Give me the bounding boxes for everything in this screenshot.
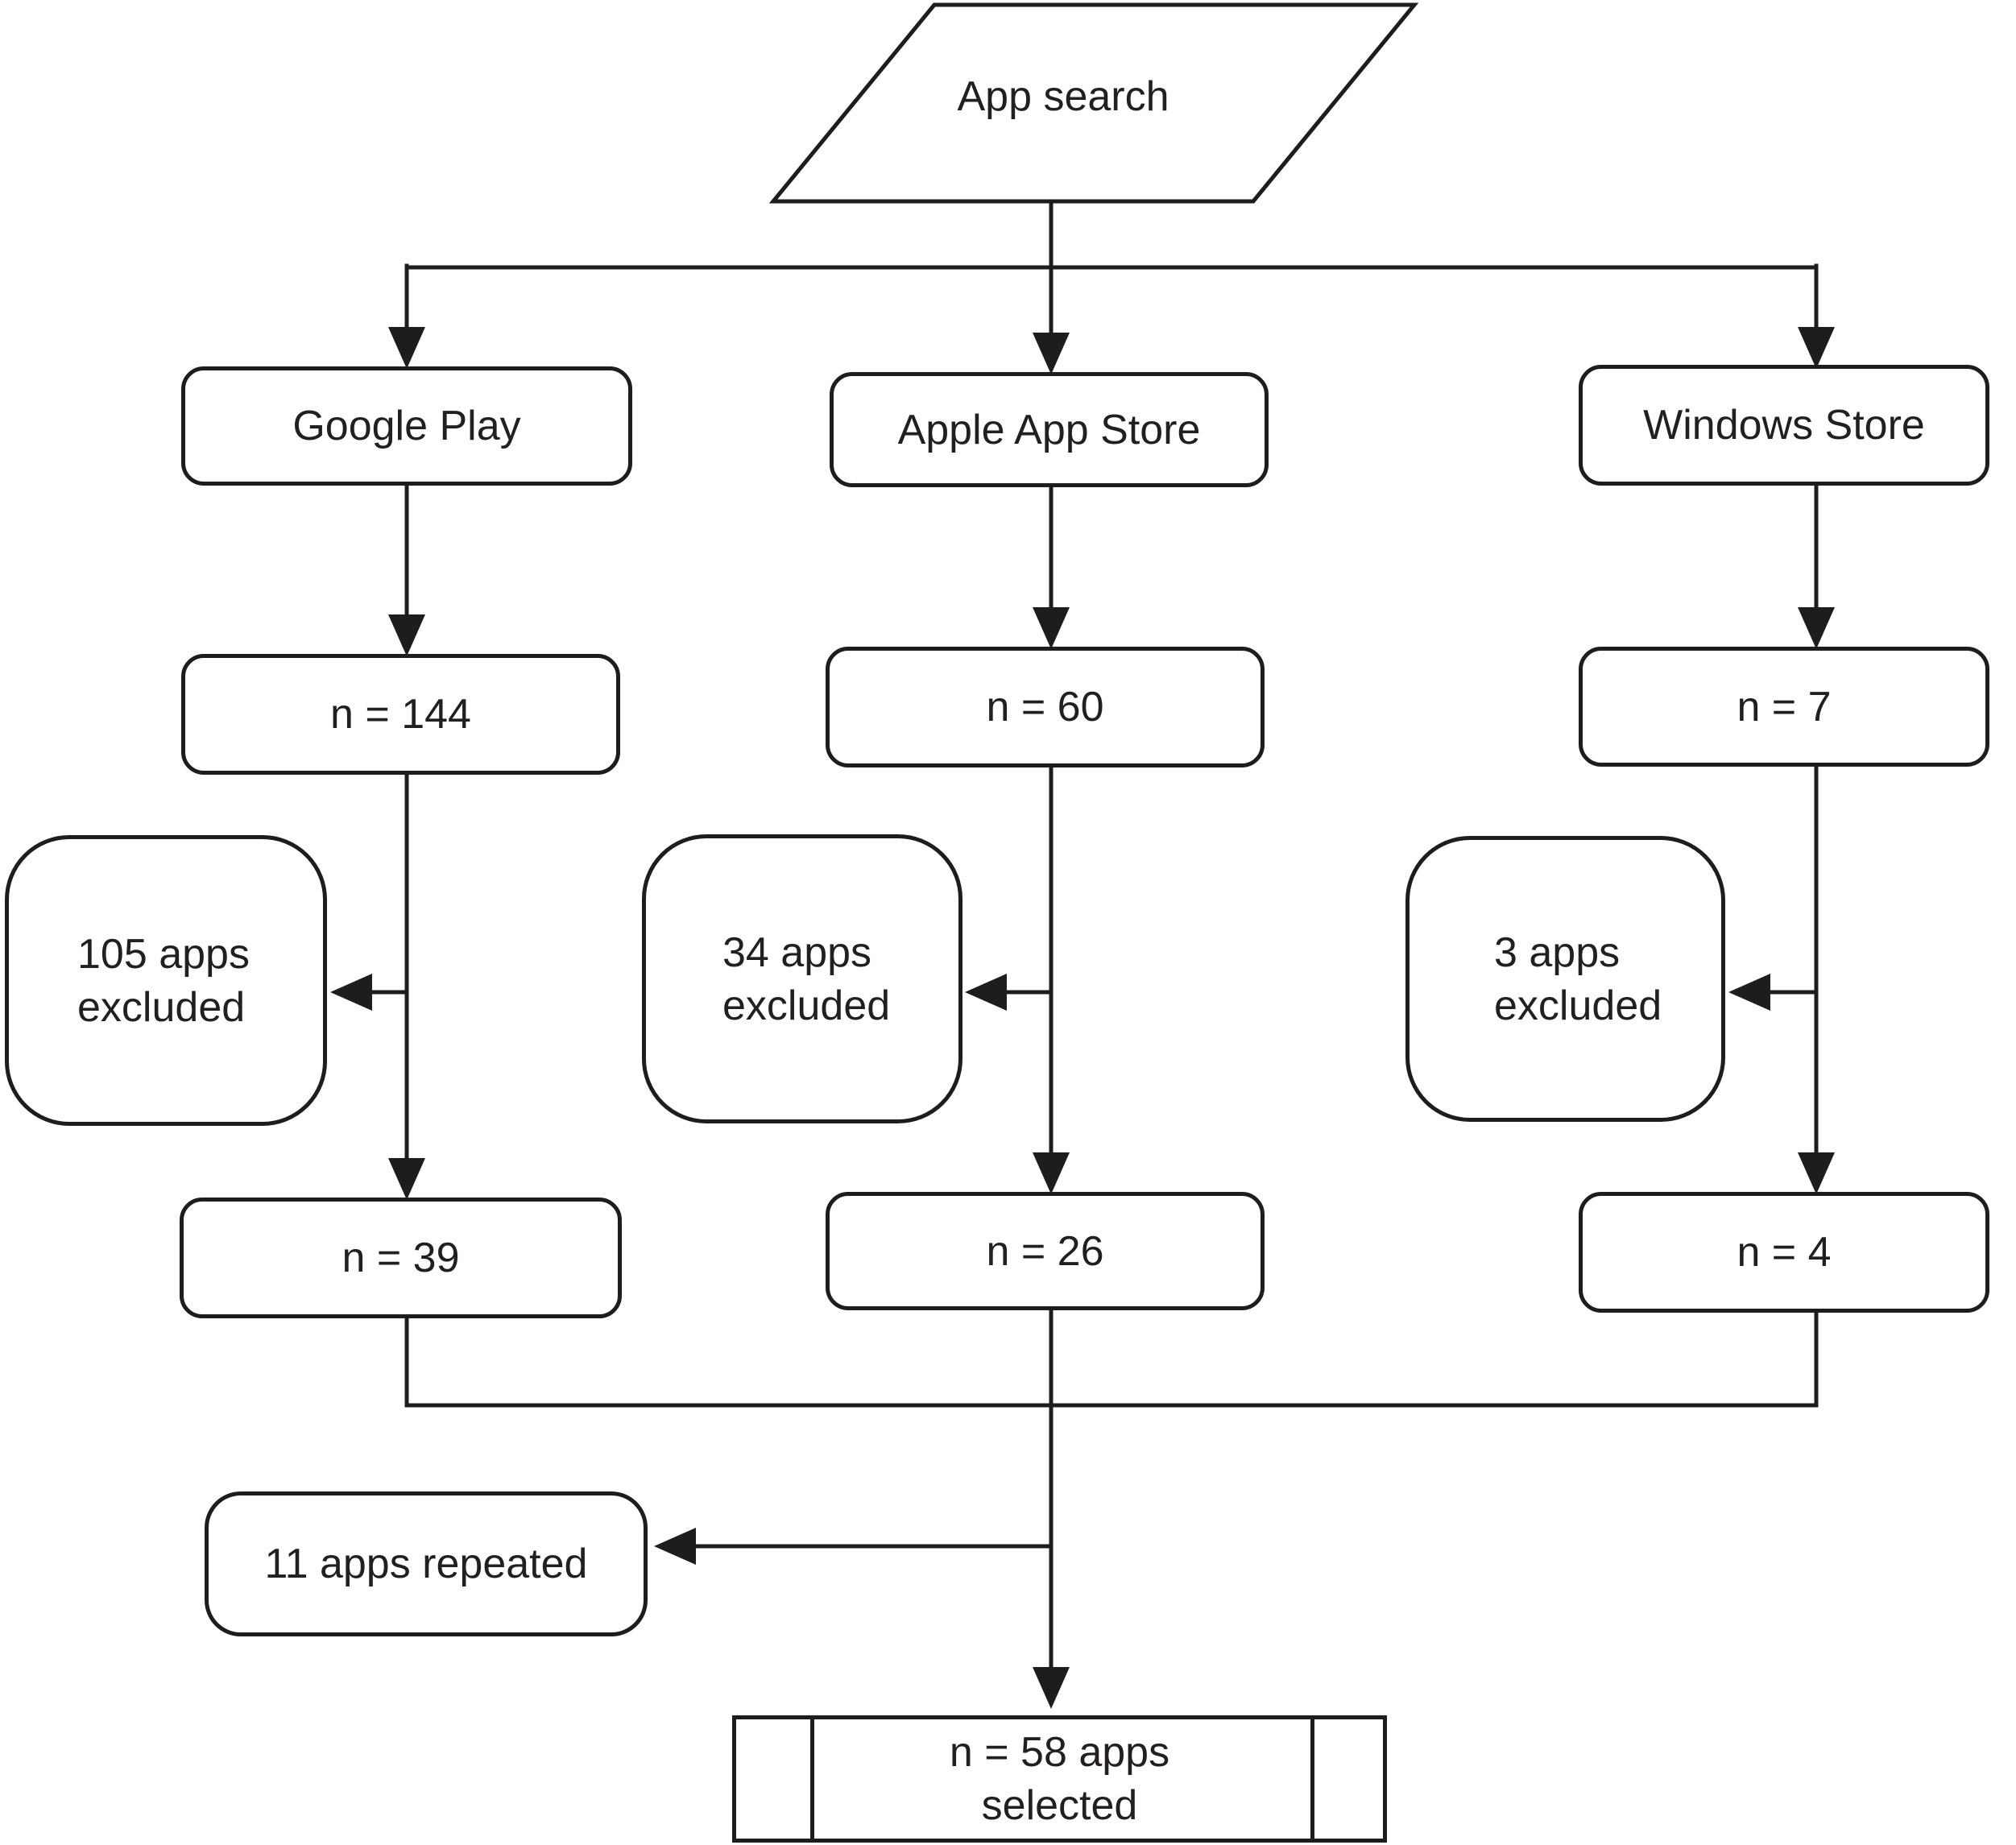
repeated-box: 11 apps repeated bbox=[205, 1491, 648, 1636]
arrowhead-into-selected bbox=[1033, 1667, 1070, 1709]
arrowhead-into-repeated bbox=[654, 1528, 696, 1565]
selected-box: n = 58 apps selected bbox=[732, 1715, 1387, 1843]
google-play-box: Google Play bbox=[181, 366, 632, 486]
arrowhead-into-google-play bbox=[388, 327, 425, 369]
n4-label: n = 4 bbox=[1737, 1229, 1832, 1276]
selected-box-right-bar bbox=[1310, 1719, 1314, 1839]
windows-store-label: Windows Store bbox=[1643, 402, 1925, 449]
n144-label: n = 144 bbox=[330, 691, 471, 738]
arrowhead-into-apple-store bbox=[1033, 333, 1070, 374]
arrowhead-into-n144 bbox=[388, 614, 425, 656]
excluded-105-line2: excluded bbox=[77, 983, 246, 1031]
excluded-105-box: 105 apps excluded bbox=[5, 835, 327, 1126]
excluded-34-box: 34 apps excluded bbox=[642, 834, 962, 1123]
app-search-parallelogram bbox=[768, 2, 1419, 204]
arrowhead-into-n39 bbox=[388, 1158, 425, 1200]
arrowhead-into-n60 bbox=[1033, 607, 1070, 649]
excluded-34-line1: 34 apps bbox=[722, 929, 872, 976]
app-search-text: App search bbox=[957, 73, 1169, 120]
repeated-label: 11 apps repeated bbox=[264, 1541, 588, 1587]
n26-label: n = 26 bbox=[986, 1227, 1104, 1275]
n26-box: n = 26 bbox=[826, 1192, 1265, 1310]
apple-app-store-label: Apple App Store bbox=[897, 406, 1201, 453]
arrowhead-into-n26 bbox=[1033, 1152, 1070, 1194]
apple-app-store-box: Apple App Store bbox=[830, 372, 1269, 487]
n7-box: n = 7 bbox=[1579, 647, 1989, 767]
arrowhead-into-excluded-right bbox=[1728, 974, 1770, 1011]
selected-box-left-bar bbox=[810, 1719, 814, 1839]
selected-line1: n = 58 apps bbox=[949, 1729, 1170, 1776]
n60-box: n = 60 bbox=[826, 647, 1265, 767]
n144-box: n = 144 bbox=[181, 654, 620, 775]
excluded-3-line1: 3 apps bbox=[1494, 929, 1621, 976]
arrowhead-into-excluded-left bbox=[330, 974, 372, 1011]
n39-label: n = 39 bbox=[342, 1235, 460, 1281]
n39-box: n = 39 bbox=[180, 1198, 622, 1318]
excluded-105-line1: 105 apps bbox=[77, 930, 250, 978]
arrowhead-into-excluded-middle bbox=[965, 974, 1007, 1011]
excluded-3-box: 3 apps excluded bbox=[1405, 836, 1725, 1122]
n60-label: n = 60 bbox=[986, 684, 1104, 730]
arrowhead-into-windows-store bbox=[1798, 327, 1835, 369]
arrowhead-into-n4 bbox=[1798, 1152, 1835, 1194]
app-search-label: App search bbox=[854, 44, 1273, 149]
excluded-34-line2: excluded bbox=[722, 982, 891, 1029]
google-play-label: Google Play bbox=[292, 403, 521, 449]
n7-label: n = 7 bbox=[1737, 683, 1832, 730]
excluded-3-line2: excluded bbox=[1494, 982, 1662, 1029]
n4-box: n = 4 bbox=[1579, 1192, 1989, 1313]
selected-line2: selected bbox=[981, 1782, 1138, 1829]
arrowhead-into-n7 bbox=[1798, 607, 1835, 649]
windows-store-box: Windows Store bbox=[1579, 365, 1989, 486]
